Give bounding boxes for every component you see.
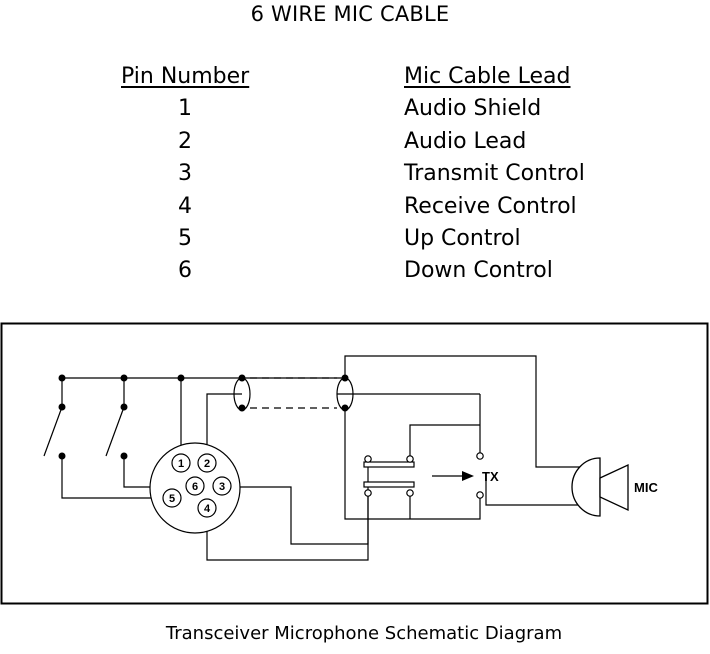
cable-lead: Receive Control xyxy=(404,194,577,219)
connector-pins xyxy=(162,453,232,518)
pin-label: 2 xyxy=(204,458,210,470)
pin-number: 6 xyxy=(178,258,192,283)
pin-number: 5 xyxy=(178,226,192,251)
pin-number: 4 xyxy=(178,194,192,219)
diagram-caption: Transceiver Microphone Schematic Diagram xyxy=(165,623,563,644)
schematic-frame xyxy=(0,322,709,605)
cable-lead: Transmit Control xyxy=(404,161,585,186)
cable-lead: Down Control xyxy=(404,258,553,283)
table-row: 1 Audio Shield xyxy=(0,96,710,128)
microphone-icon xyxy=(571,457,629,517)
pin-label: 3 xyxy=(219,481,225,493)
tx-label: TX xyxy=(482,469,499,484)
pin-label: 6 xyxy=(192,481,198,493)
pin-number: 1 xyxy=(178,96,192,121)
cable-lead: Audio Shield xyxy=(404,96,542,121)
junction-dots xyxy=(58,374,349,460)
page-title: 6 WIRE MIC CABLE xyxy=(250,2,450,26)
pin-label: 1 xyxy=(178,458,184,470)
pin-number: 2 xyxy=(178,129,192,154)
arrow-icon xyxy=(462,471,474,481)
pin-label: 5 xyxy=(169,493,175,505)
table-row: 4 Receive Control xyxy=(0,194,710,226)
mic-cable-lead-header: Mic Cable Lead xyxy=(404,64,571,89)
table-row: 5 Up Control xyxy=(0,226,710,258)
cable-lead: Up Control xyxy=(404,226,521,251)
table-row: 3 Transmit Control xyxy=(0,161,710,193)
open-contacts xyxy=(364,452,484,499)
table-row: 2 Audio Lead xyxy=(0,129,710,161)
pin-label: 4 xyxy=(204,503,211,515)
contact-bar xyxy=(363,461,415,468)
pin-number-header: Pin Number xyxy=(121,64,250,89)
table-row: 6 Down Control xyxy=(0,258,710,290)
pin-number: 3 xyxy=(178,161,192,186)
mic-label: MIC xyxy=(634,480,658,495)
cable-lead: Audio Lead xyxy=(404,129,527,154)
contact-bar xyxy=(363,481,415,488)
